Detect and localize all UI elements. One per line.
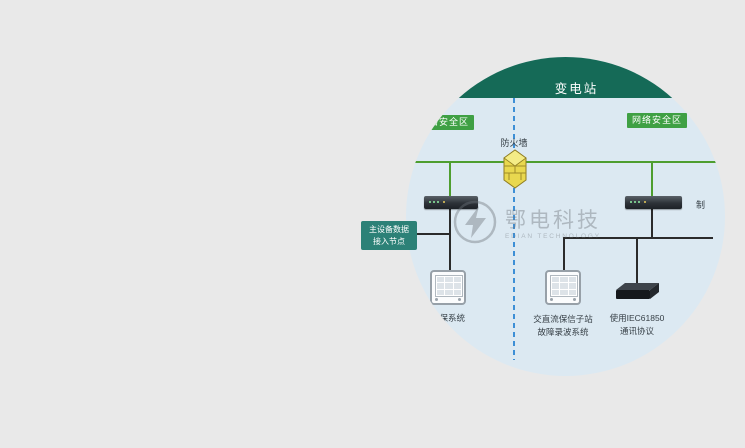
network-bus-line xyxy=(406,161,725,163)
device-label-right: 使用IEC61850 通讯协议 xyxy=(598,312,676,338)
device-label-middle-line1: 交直流保信子站 xyxy=(533,314,593,324)
zone-label-right: 网络安全区 xyxy=(627,113,688,128)
device-label-right-line1: 使用IEC61850 xyxy=(609,313,665,323)
connector-drop-right-device xyxy=(636,237,638,283)
node-callout-line2: 接入节点 xyxy=(373,236,405,246)
bus-drop-left xyxy=(449,162,451,197)
connector-right-horizontal xyxy=(563,237,713,239)
led-icon xyxy=(630,201,632,203)
diagram-title: 变电站 xyxy=(554,82,599,96)
diagram-header-band xyxy=(406,57,725,98)
led-icon xyxy=(443,201,445,203)
node-callout-line1: 主设备数据 xyxy=(369,225,409,234)
protection-device-middle xyxy=(545,270,581,305)
connector-left-vertical xyxy=(449,209,451,271)
firewall-label: 防火墙 xyxy=(500,138,528,148)
node-callout-box: 主设备数据 接入节点 xyxy=(361,221,417,251)
device-label-left: 继保系统 xyxy=(430,313,465,323)
substation-diagram-circle: 变电站 网络安全区 网络安全区 防火墙 制 xyxy=(406,57,725,376)
watermark-text: 鄂电科技 xyxy=(505,208,601,232)
device-label-middle-line2: 故障录波系统 xyxy=(537,326,589,337)
device-label-right-line2: 通讯协议 xyxy=(619,325,654,336)
comm-device-right xyxy=(613,279,661,308)
bus-drop-right xyxy=(651,162,653,197)
device-panel xyxy=(550,275,578,297)
led-icon xyxy=(634,201,636,203)
device-label-middle: 交直流保信子站 故障录波系统 xyxy=(523,313,603,339)
connector-right-switch xyxy=(651,209,653,238)
firewall-icon xyxy=(503,149,527,194)
security-zone-divider-line xyxy=(513,98,515,360)
protection-device-left xyxy=(430,270,466,305)
led-icon xyxy=(429,201,431,203)
device-panel xyxy=(435,275,463,297)
clipped-right-label: 制 xyxy=(696,200,706,210)
callout-connector-line xyxy=(411,233,449,235)
led-icon xyxy=(638,201,640,203)
led-icon xyxy=(437,201,439,203)
watermark-text-block: 鄂电科技 EDIAN TECHNOLOGY xyxy=(505,210,601,240)
network-switch-right xyxy=(625,196,682,209)
connector-drop-middle-device xyxy=(563,237,565,271)
screw-icon xyxy=(435,298,438,301)
zone-label-left: 网络安全区 xyxy=(414,115,475,130)
led-icon xyxy=(644,201,646,203)
screw-icon xyxy=(458,298,461,301)
screw-icon xyxy=(550,298,553,301)
network-switch-left xyxy=(424,196,478,209)
led-icon xyxy=(433,201,435,203)
screw-icon xyxy=(573,298,576,301)
